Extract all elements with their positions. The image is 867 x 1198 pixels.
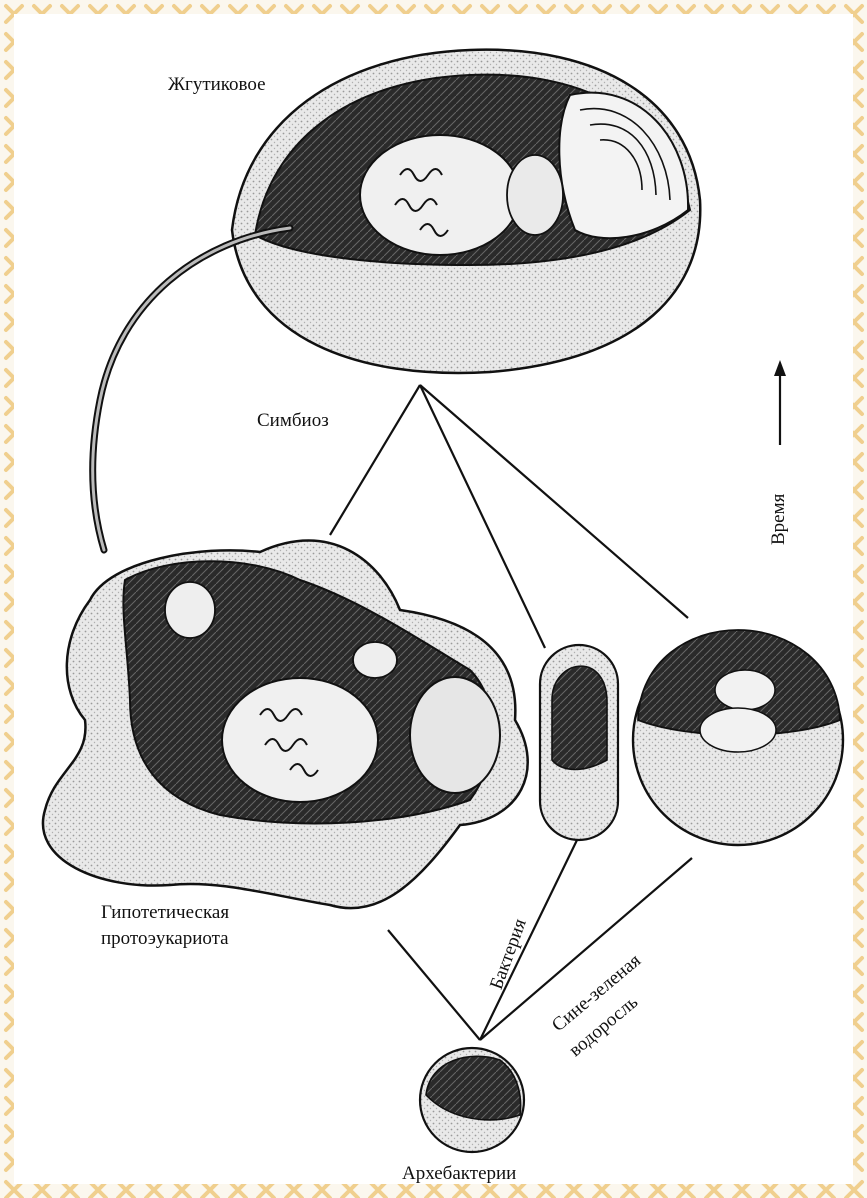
archaebacteria-label: Архебактерии: [402, 1163, 516, 1185]
time-label: Время: [768, 494, 790, 545]
protoeukaryote-label-line2: протоэукариота: [101, 928, 229, 950]
flagellate-cell: [93, 50, 701, 550]
algae-cell: [633, 630, 843, 845]
symbiosis-label: Симбиоз: [257, 410, 329, 432]
protoeukaryote-cell: [43, 541, 528, 909]
bacterium-cell: [540, 645, 618, 840]
protoeukaryote-label-line1: Гипотетическая: [101, 902, 229, 924]
time-arrow: [774, 360, 786, 445]
archaebacterium-cell: [420, 1048, 524, 1152]
protoeukaryote-label: Гипотетическая протоэукариота: [101, 902, 229, 950]
flagellate-label: Жгутиковое: [168, 74, 266, 96]
